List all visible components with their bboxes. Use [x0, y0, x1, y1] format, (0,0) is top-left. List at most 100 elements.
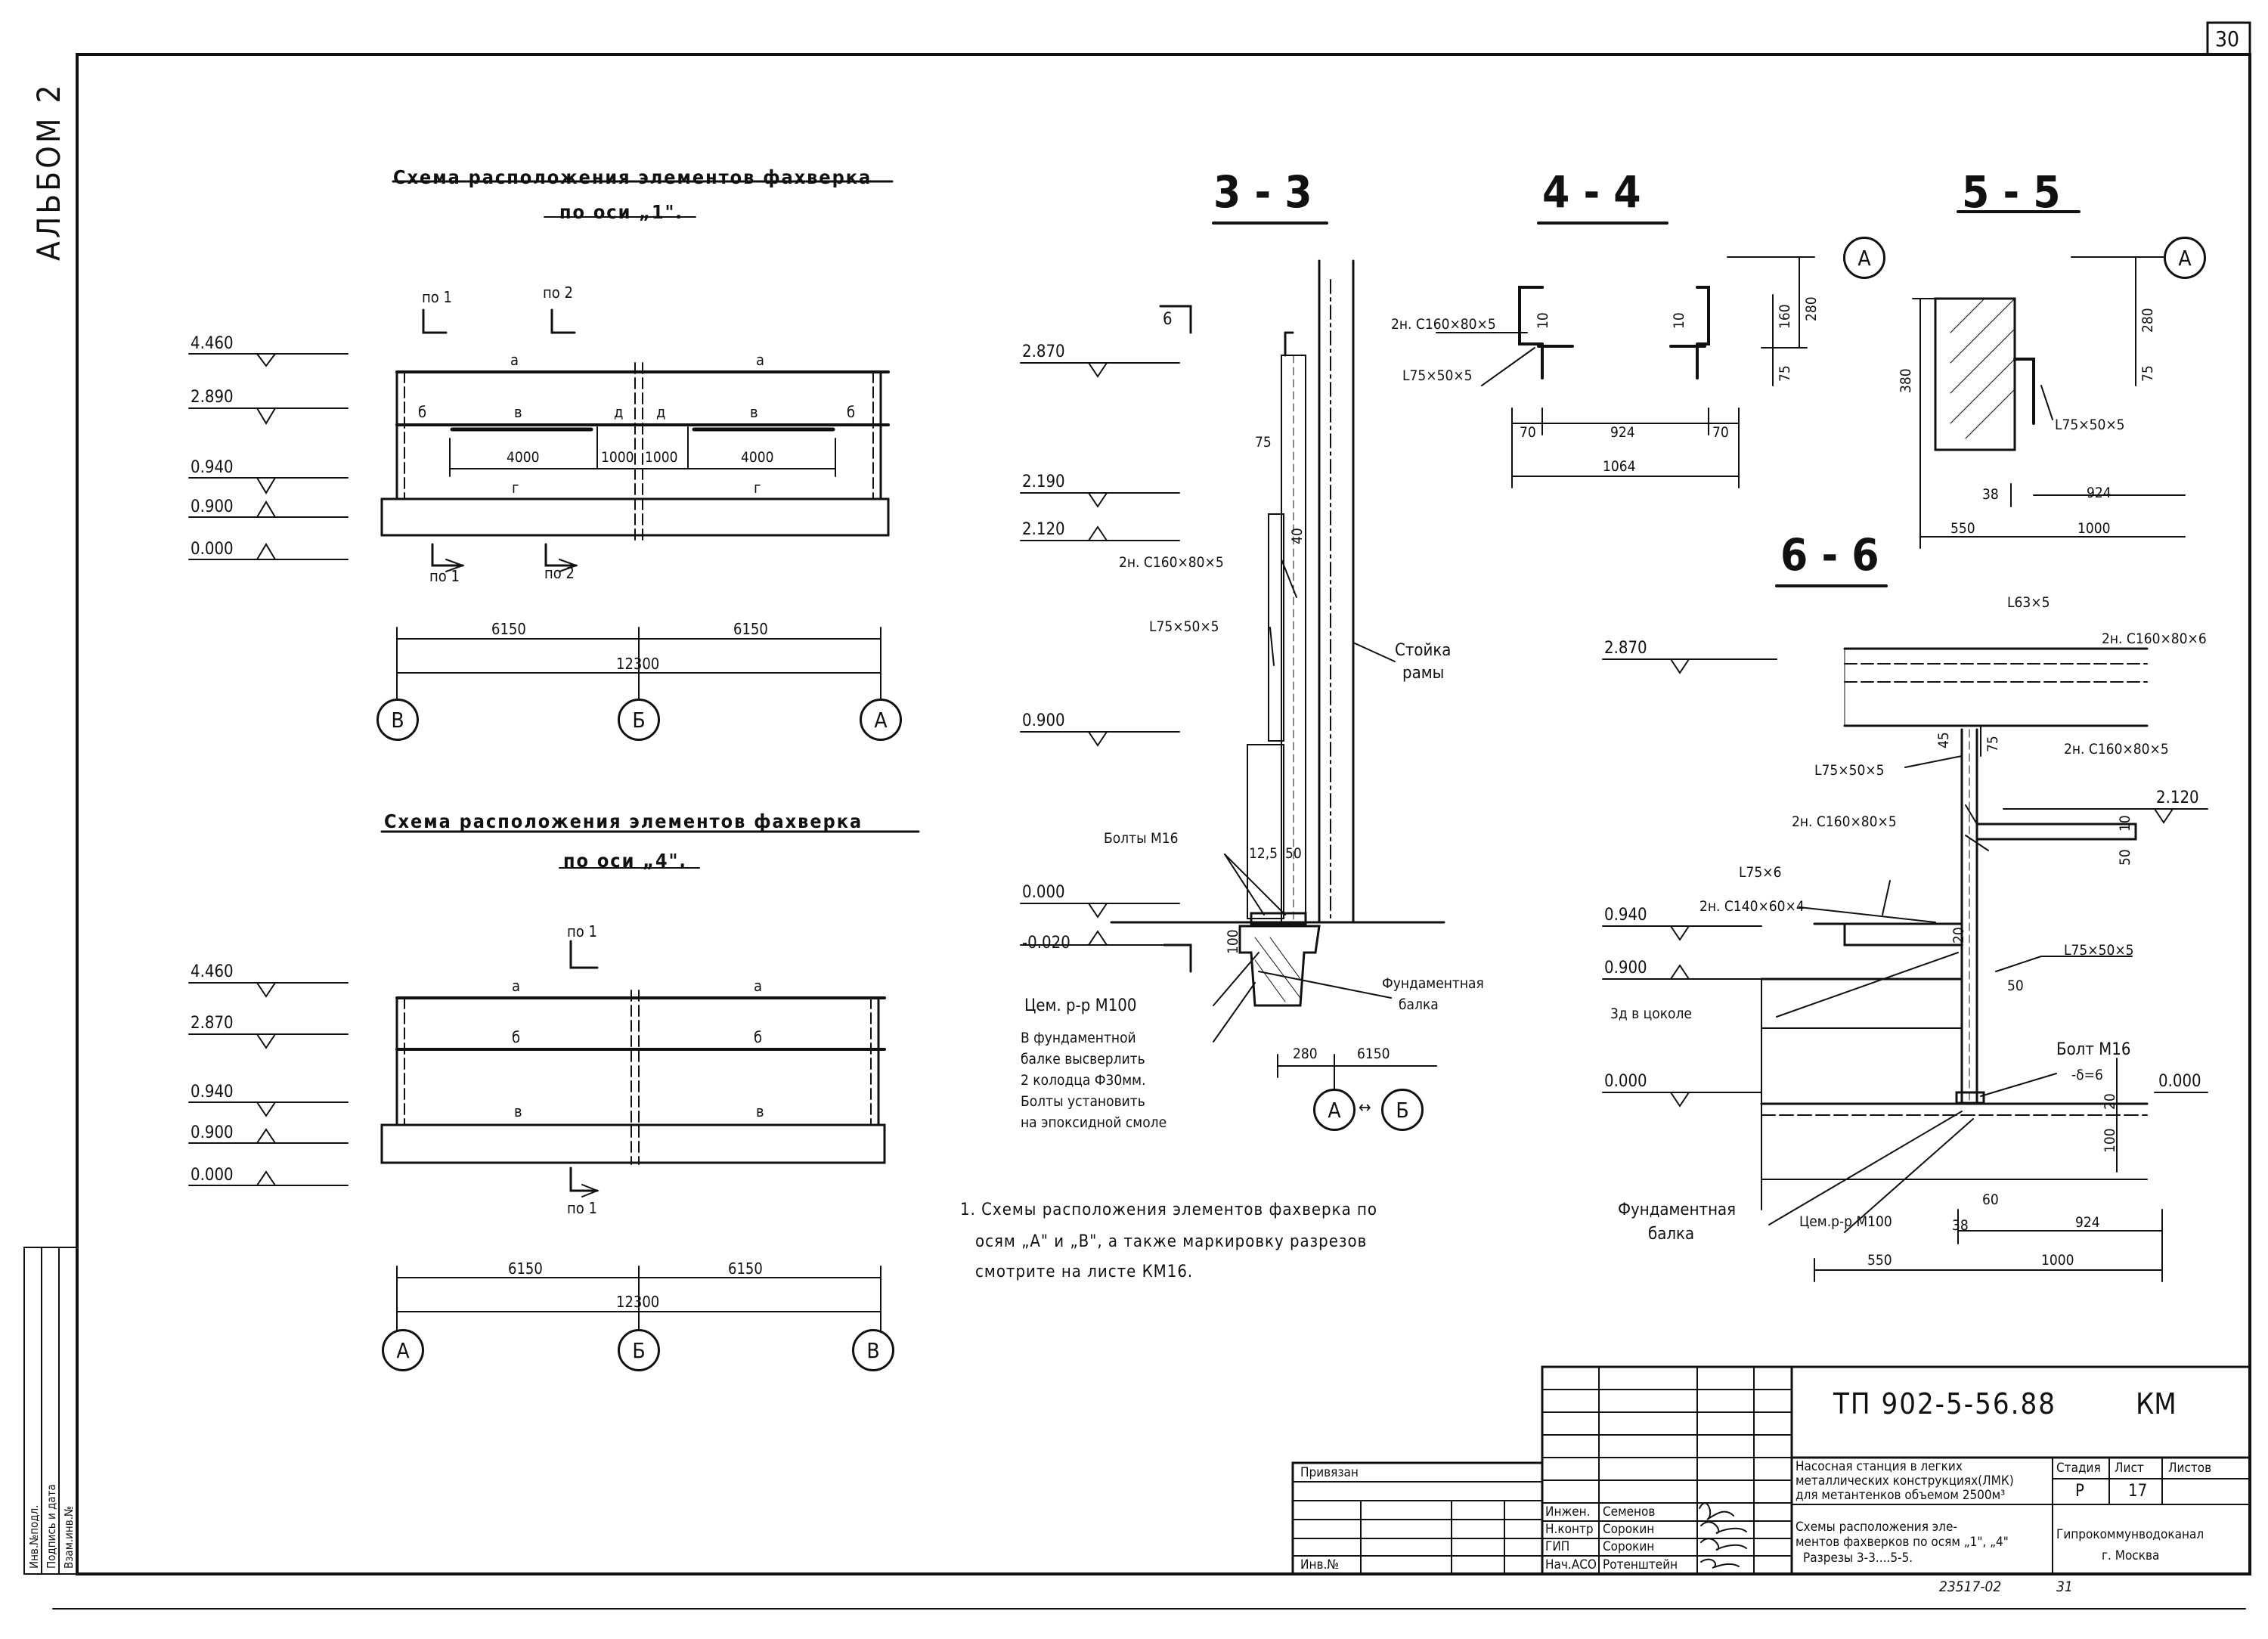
- sheet-value: 17: [2128, 1482, 2148, 1501]
- note-line: 1. Схемы расположения элементов фахверка…: [960, 1201, 1378, 1219]
- drawing-line: ментов фахверков по осям „1", „4": [1796, 1535, 2009, 1550]
- section55-axis-bubble: А: [2164, 237, 2206, 279]
- section44-dim: 70: [1520, 424, 1536, 441]
- section66-label: 2н. С160×80×5: [2064, 741, 2169, 758]
- section44-dim: 75: [1777, 365, 1793, 382]
- section33-axis-bubble: А: [1313, 1089, 1356, 1131]
- scheme2-graphics: [188, 830, 920, 1331]
- section33-level: 2.870: [1022, 342, 1065, 361]
- section66-level: 2.120: [2156, 789, 2199, 807]
- section33-dim: 280: [1293, 1046, 1318, 1062]
- section33-axis-arrow: ↔: [1359, 1098, 1371, 1117]
- section55-dim: 924: [2087, 485, 2112, 501]
- scheme1-level: 0.000: [191, 540, 234, 559]
- side-stamp-sign: Подпись и дата: [45, 1484, 58, 1569]
- scheme1-section-mark: по 1: [429, 567, 460, 585]
- scheme2-span-dim: 6150: [728, 1259, 763, 1278]
- role: ГИП: [1545, 1539, 1570, 1554]
- project-line: металлических конструкциях(ЛМК): [1796, 1473, 2014, 1489]
- section55-dim: 38: [1982, 486, 1999, 503]
- scheme1-total-dim: 12300: [616, 655, 660, 673]
- section66-title: 6 - 6: [1780, 529, 1879, 581]
- scheme1-title: Схема расположения элементов фахверка: [393, 166, 872, 188]
- inv-no-label: Инв.№: [1300, 1557, 1340, 1572]
- section33-label: L75×50×5: [1149, 618, 1219, 635]
- section33-cut-mark: 6: [1163, 310, 1173, 329]
- name: Сорокин: [1603, 1539, 1655, 1554]
- drawing-line: Схемы расположения эле-: [1796, 1520, 1957, 1535]
- sheets-header: Листов: [2168, 1461, 2212, 1476]
- scheme1-section-mark: по 2: [544, 564, 575, 582]
- section44-label: 2н. С160×80×5: [1391, 316, 1496, 333]
- section66-level: 0.000: [1604, 1072, 1647, 1091]
- scheme1-level: 0.940: [191, 458, 234, 477]
- section66-dim: 50: [2007, 978, 2024, 994]
- scheme1-letter: б: [847, 403, 856, 421]
- section66-dim: 75: [1984, 736, 2001, 752]
- section66-dim: 100: [2102, 1128, 2118, 1153]
- scheme2-letter: б: [754, 1028, 763, 1046]
- archive-number: 23517-02: [1939, 1579, 2002, 1595]
- note-line: смотрите на листе КМ16.: [975, 1263, 1194, 1281]
- section33-dim: 50: [1285, 845, 1302, 862]
- sheet-number: 30: [2215, 26, 2240, 51]
- section44-dim: 280: [1803, 296, 1820, 321]
- section55-dim: 380: [1898, 368, 1914, 393]
- section44-dim: 924: [1610, 424, 1635, 441]
- section33-label: Болты М16: [1104, 830, 1179, 847]
- section33-dim: 6150: [1357, 1046, 1390, 1062]
- section66-label: 3д в цоколе: [1610, 1005, 1692, 1022]
- section44-dim: 1064: [1603, 458, 1636, 475]
- scheme1-section-mark: по 1: [422, 288, 452, 306]
- section66-label: L75×50×5: [2064, 942, 2134, 959]
- scheme2-level: 4.460: [191, 962, 234, 981]
- section55-title: 5 - 5: [1962, 166, 2061, 218]
- side-stamp-inv: Инв.№подл.: [27, 1504, 41, 1569]
- section44-dim: 70: [1712, 424, 1729, 441]
- scheme2-level: 0.900: [191, 1123, 234, 1142]
- scheme2-axis-bubble: А: [382, 1329, 424, 1371]
- section66-label: -δ=6: [2071, 1067, 2103, 1083]
- scheme2-letter: в: [514, 1102, 522, 1120]
- section33-label: 2н. С160×80×5: [1119, 554, 1224, 571]
- scheme2-letter: а: [754, 977, 763, 995]
- scheme1-letter: б: [418, 403, 427, 421]
- drawing-line: Разрезы 3-3....5-5.: [1803, 1551, 1913, 1566]
- section33-graphics: [1020, 222, 1445, 1089]
- section44-dim: 10: [1535, 312, 1551, 329]
- scheme1-span-dim: 6150: [491, 620, 526, 638]
- scheme2-subtitle: по оси „4".: [563, 850, 687, 872]
- section55-label: L75×50×5: [2055, 417, 2125, 433]
- section66-dim: 50: [2117, 849, 2133, 866]
- section66-label: L75×6: [1739, 864, 1782, 881]
- section66-dim: 550: [1867, 1252, 1892, 1269]
- section33-label: Фундаментная: [1382, 975, 1484, 992]
- section44-axis-bubble: А: [1843, 237, 1885, 279]
- signatures: [1699, 1502, 1747, 1569]
- section66-label: Фундаментная: [1618, 1201, 1737, 1219]
- section66-dim: 20: [2102, 1093, 2118, 1110]
- sheet-frame: [52, 21, 2251, 1610]
- section33-level: 2.190: [1022, 472, 1065, 491]
- section66-dim: 38: [1952, 1217, 1969, 1234]
- section33-label: рамы: [1402, 664, 1445, 683]
- scheme1-dim: 4000: [507, 449, 540, 466]
- section66-level: 0.900: [1604, 959, 1647, 978]
- scheme1-letter: а: [756, 351, 765, 369]
- section66-dim: 924: [2075, 1214, 2100, 1231]
- section66-level: 0.000: [2158, 1072, 2201, 1091]
- scheme2-letter: б: [512, 1028, 521, 1046]
- scheme2-letter: в: [756, 1102, 764, 1120]
- section66-dim: 20: [1950, 927, 1967, 943]
- section66-dim: 10: [2117, 815, 2133, 832]
- note-line: осям „А" и „В", а также маркировку разре…: [975, 1232, 1368, 1251]
- section33-axis-bubble: Б: [1381, 1089, 1424, 1131]
- scheme1-subtitle: по оси „1".: [559, 201, 683, 223]
- section33-note-line: балке высверлить: [1021, 1051, 1145, 1067]
- scheme1-letter: г: [754, 479, 761, 497]
- section33-level: -0.020: [1022, 934, 1070, 953]
- section44-dim: 160: [1777, 304, 1793, 329]
- section66-label: 2н. С160×80×6: [2102, 631, 2207, 647]
- section44-label: L75×50×5: [1402, 367, 1473, 384]
- section33-dim: 100: [1225, 929, 1241, 954]
